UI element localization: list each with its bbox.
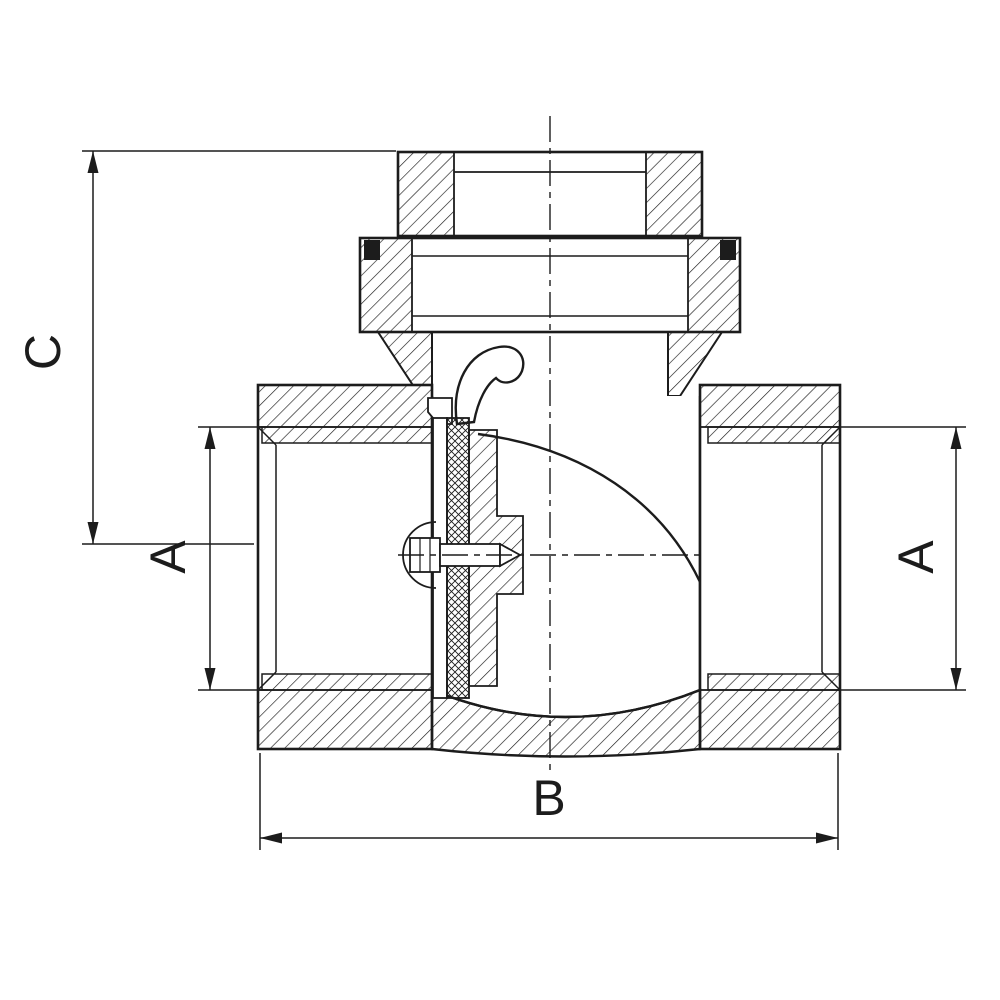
flow-passage-contour xyxy=(477,432,702,583)
bottom-body-wall xyxy=(430,688,702,758)
dim-label-a-right: A xyxy=(888,540,944,574)
dim-label-a-left: A xyxy=(140,540,196,574)
disc-hinge-arm xyxy=(454,345,525,426)
right-port-top-wall xyxy=(699,384,841,428)
left-port-chamfer xyxy=(257,426,277,691)
dim-label-b: B xyxy=(532,770,565,826)
bonnet-cap-hatch-left xyxy=(397,151,455,237)
dimensions-group xyxy=(82,150,966,850)
valve-body-group xyxy=(256,150,842,758)
gasket-seal-right xyxy=(720,240,736,260)
left-port-bottom-wall xyxy=(257,689,433,750)
gasket-seal-left xyxy=(364,240,380,260)
bonnet-cap-hatch-right xyxy=(645,151,703,237)
thread-left-top xyxy=(261,426,433,444)
thread-left-bottom xyxy=(261,673,433,691)
thread-right-top xyxy=(707,426,841,444)
right-port-bottom-wall xyxy=(699,689,841,750)
centerlines-group xyxy=(398,116,704,772)
thread-right-bottom xyxy=(707,673,841,691)
left-port-top-wall xyxy=(257,384,433,428)
dim-label-c: C xyxy=(15,334,71,370)
right-port-chamfer xyxy=(821,426,841,691)
